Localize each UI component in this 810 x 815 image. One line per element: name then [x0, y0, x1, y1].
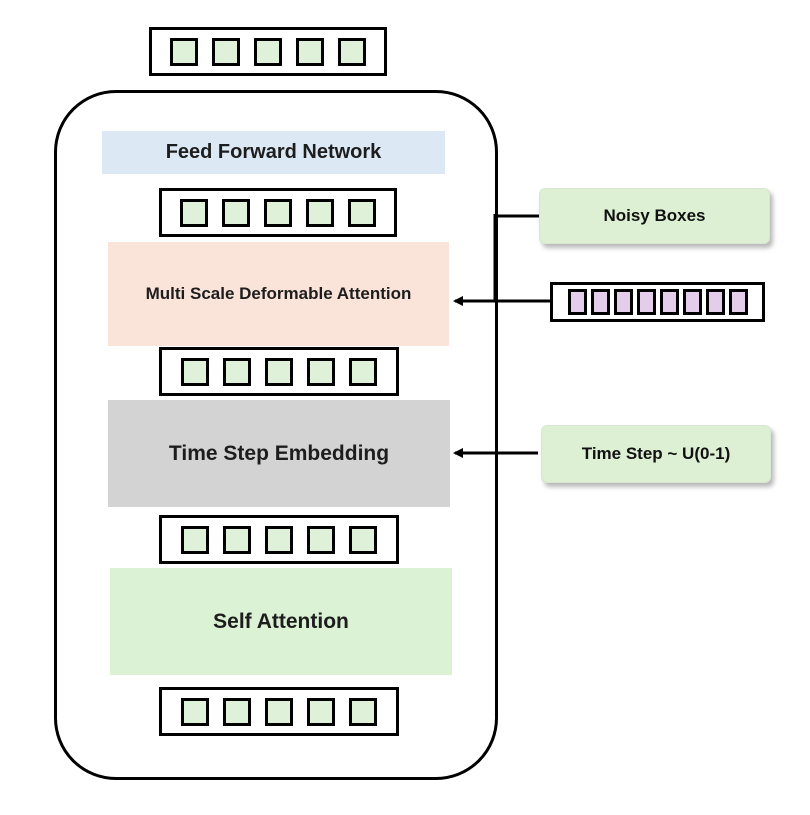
token: [307, 697, 335, 726]
token: [349, 697, 377, 726]
noise-token: [567, 289, 587, 315]
token: [222, 198, 250, 227]
token-strip-msda-time: [159, 347, 399, 396]
time-step-input: Time Step ~ U(0-1): [541, 425, 771, 483]
noisy-boxes-input: Noisy Boxes: [539, 188, 770, 244]
feed-forward-network-layer: Feed Forward Network: [102, 131, 445, 174]
time-step-label: Time Step ~ U(0-1): [581, 444, 731, 463]
token: [170, 37, 198, 66]
noise-token: [636, 289, 656, 315]
token-strip-time-self: [159, 515, 399, 564]
token: [348, 198, 376, 227]
token: [265, 697, 293, 726]
output-token-strip: [149, 27, 387, 76]
token: [223, 357, 251, 386]
token: [212, 37, 240, 66]
token: [181, 525, 209, 554]
token: [254, 37, 282, 66]
self-attention-label: Self Attention: [213, 609, 349, 633]
self-attention-layer: Self Attention: [110, 568, 452, 675]
token: [307, 525, 335, 554]
noise-token: [659, 289, 679, 315]
token: [338, 37, 366, 66]
token: [223, 525, 251, 554]
token: [265, 357, 293, 386]
token: [181, 357, 209, 386]
noisy-boxes-label: Noisy Boxes: [603, 206, 706, 225]
token: [349, 525, 377, 554]
token: [264, 198, 292, 227]
time-step-embedding-layer: Time Step Embedding: [108, 400, 450, 507]
token: [223, 697, 251, 726]
token: [296, 37, 324, 66]
deformable-attention-label: Multi Scale Deformable Attention: [145, 284, 412, 303]
noise-token: [613, 289, 633, 315]
input-token-strip: [159, 687, 399, 736]
token: [181, 697, 209, 726]
noise-token: [705, 289, 725, 315]
noise-token: [728, 289, 748, 315]
token-strip-ffn-msda: [159, 188, 397, 237]
feed-forward-network-label: Feed Forward Network: [165, 141, 382, 163]
noise-token: [682, 289, 702, 315]
token: [306, 198, 334, 227]
deformable-attention-layer: Multi Scale Deformable Attention: [108, 242, 449, 346]
token: [307, 357, 335, 386]
noise-query-strip: [550, 282, 765, 322]
noise-token: [590, 289, 610, 315]
token: [349, 357, 377, 386]
time-step-embedding-label: Time Step Embedding: [168, 441, 390, 465]
token: [265, 525, 293, 554]
token: [180, 198, 208, 227]
